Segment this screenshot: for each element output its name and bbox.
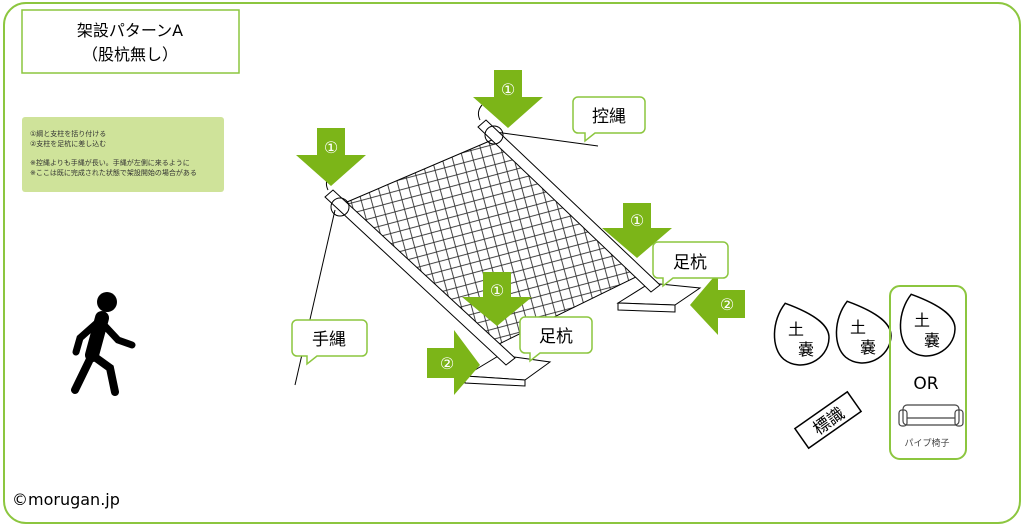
svg-text:嚢: 嚢 bbox=[924, 331, 940, 350]
callout-foot-stake: 足杭 bbox=[519, 316, 593, 363]
callout-guy-rope: 控縄 bbox=[572, 96, 646, 143]
arrow-1-icon: ① bbox=[296, 128, 366, 186]
arrow-1-icon: ① bbox=[602, 203, 672, 258]
svg-text:足杭: 足杭 bbox=[673, 253, 707, 273]
notes-box bbox=[22, 117, 224, 192]
svg-text:土: 土 bbox=[788, 320, 804, 339]
title-line2: （股杭無し） bbox=[82, 45, 178, 64]
title-line1: 架設パターンA bbox=[77, 21, 183, 40]
sandbag: 土嚢 bbox=[773, 302, 830, 366]
arrow-2-icon: ② bbox=[690, 272, 745, 335]
frame bbox=[3, 2, 1021, 524]
callout-hand-rope: 手縄 bbox=[291, 319, 368, 366]
note-2: ②支柱を足杭に差し込む bbox=[30, 139, 106, 148]
svg-text:②: ② bbox=[440, 354, 454, 373]
or-label: OR bbox=[913, 374, 938, 394]
sandbag: 土嚢 bbox=[899, 293, 956, 357]
svg-text:土: 土 bbox=[914, 311, 930, 330]
alternative-box bbox=[889, 285, 967, 460]
svg-text:①: ① bbox=[324, 138, 338, 157]
pole-right bbox=[477, 104, 661, 293]
pole-left bbox=[324, 174, 516, 366]
guy-rope bbox=[494, 131, 599, 147]
svg-text:控縄: 控縄 bbox=[592, 107, 626, 127]
title-box bbox=[21, 9, 240, 74]
arrow-1-icon: ① bbox=[462, 272, 532, 326]
callout-foot-stake: 足杭 bbox=[652, 241, 729, 288]
note-3: ※控縄よりも手縄が長い。手縄が左側に来るように bbox=[30, 158, 190, 167]
svg-text:①: ① bbox=[630, 211, 644, 230]
hand-rope bbox=[294, 209, 336, 386]
sign: 標識 bbox=[793, 390, 863, 450]
svg-text:②: ② bbox=[720, 295, 734, 314]
svg-text:嚢: 嚢 bbox=[798, 340, 814, 359]
sandbag: 土嚢 bbox=[835, 300, 892, 364]
svg-text:嚢: 嚢 bbox=[860, 338, 876, 357]
pipe-chair-icon bbox=[898, 404, 964, 427]
foot-stake-plate bbox=[463, 354, 552, 387]
foot-stake-plate bbox=[616, 282, 702, 313]
svg-text:土: 土 bbox=[850, 318, 866, 337]
copyright: ©morugan.jp bbox=[12, 490, 120, 509]
svg-text:手縄: 手縄 bbox=[312, 330, 346, 350]
svg-text:足杭: 足杭 bbox=[539, 327, 573, 347]
arrow-1-icon: ① bbox=[473, 70, 543, 128]
note-1: ①綱と支柱を括り付ける bbox=[30, 129, 106, 138]
note-4: ※ここは既に完成された状態で架設開始の場合がある bbox=[30, 168, 197, 177]
svg-text:①: ① bbox=[501, 80, 515, 99]
pipe-chair-label: パイプ椅子 bbox=[904, 437, 949, 449]
arrow-2-icon: ② bbox=[427, 330, 480, 395]
walking-person-icon bbox=[71, 292, 136, 396]
svg-text:①: ① bbox=[490, 281, 504, 300]
